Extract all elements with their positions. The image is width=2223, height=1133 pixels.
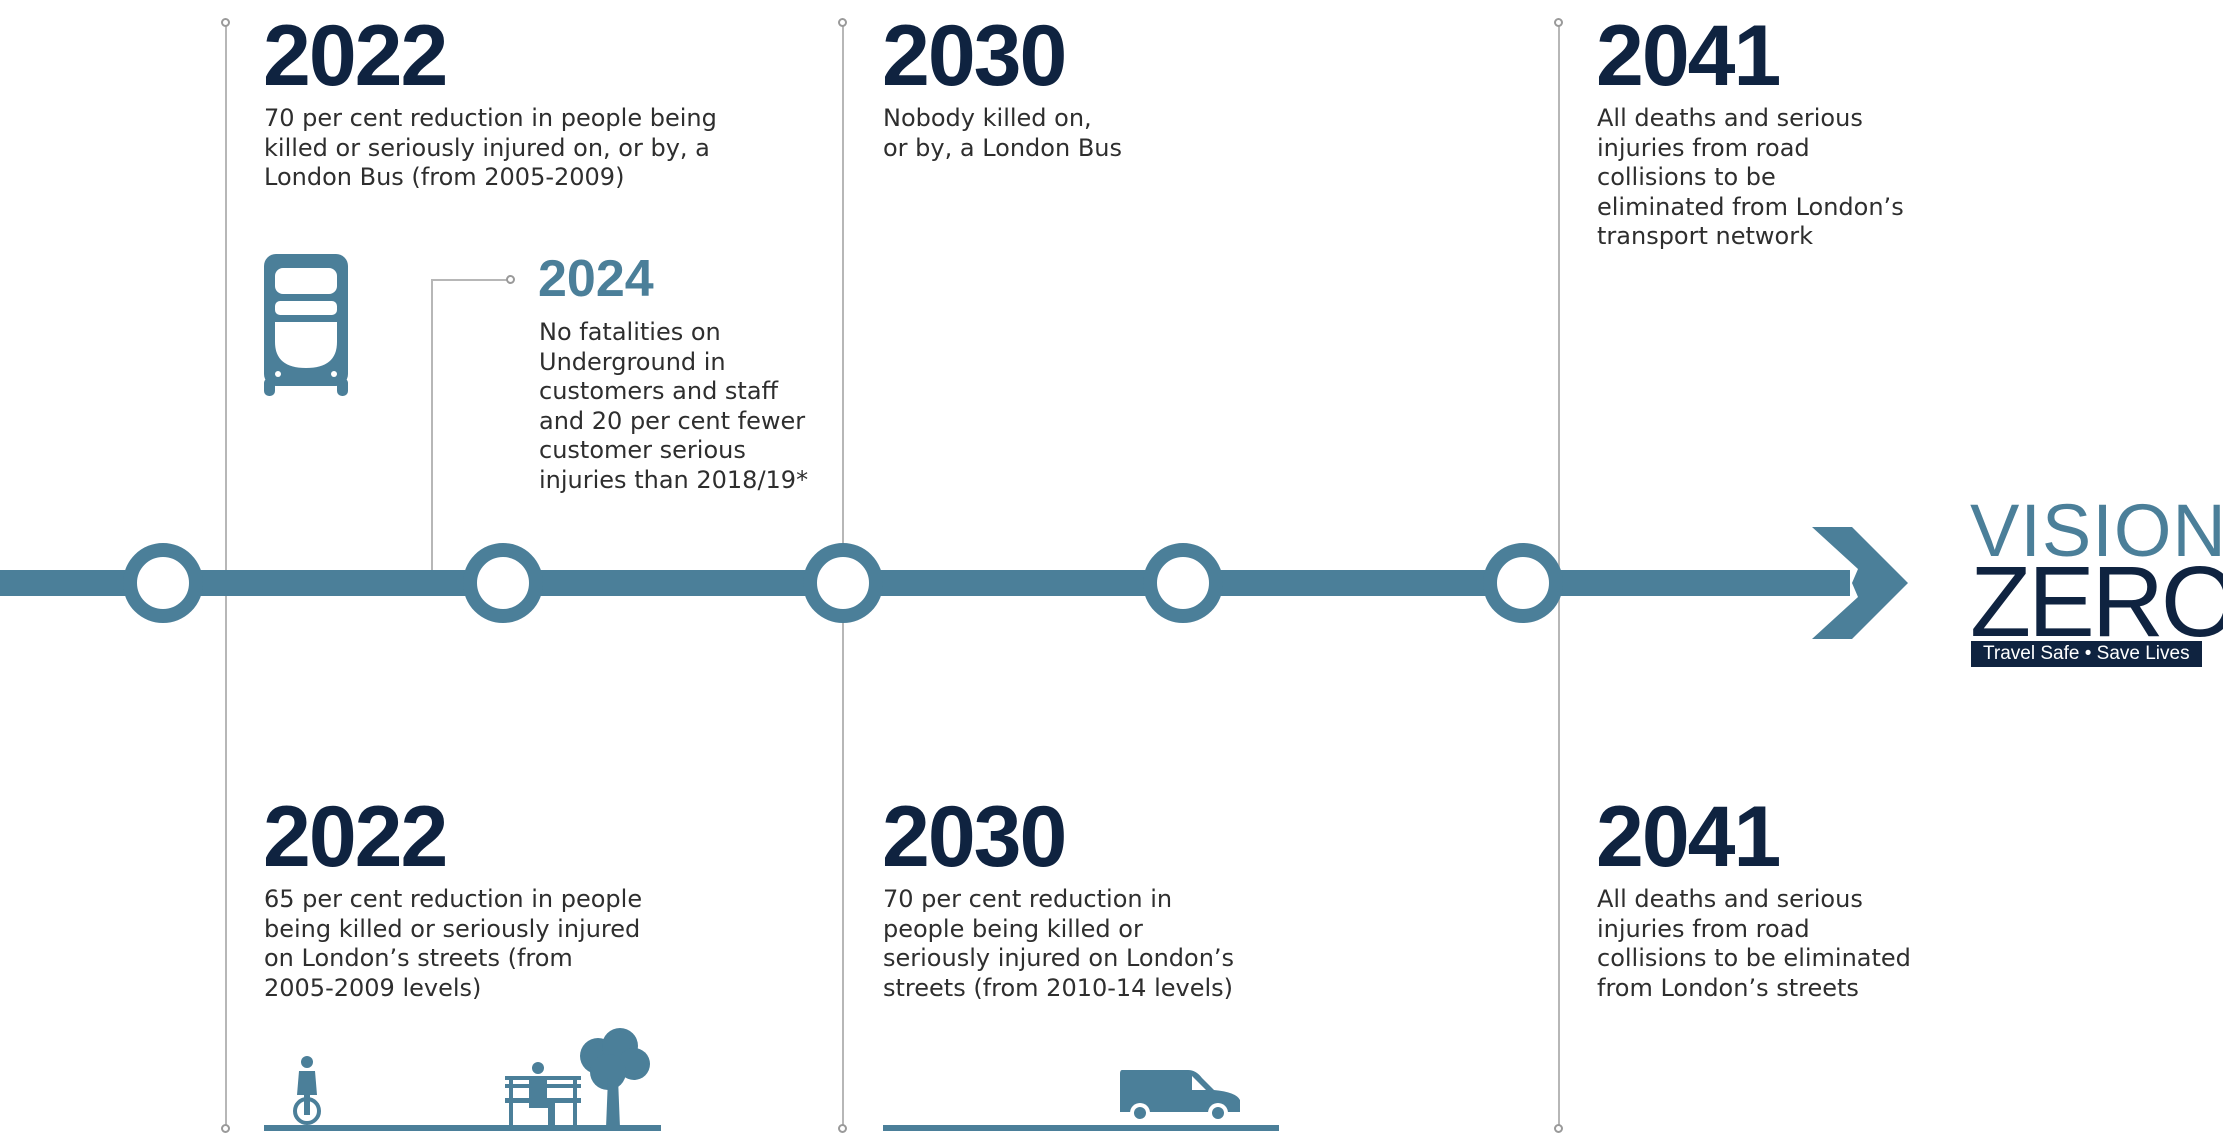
milestone-text-top-2022: 70 per cent reduction in people being ki… bbox=[264, 104, 717, 191]
milestone-text-bottom-2022: 65 per cent reduction in people being ki… bbox=[264, 885, 643, 1002]
logo-tagline: Travel Safe • Save Lives bbox=[1971, 641, 2202, 667]
tree-icon bbox=[580, 1028, 650, 1128]
leader-dot-bottom-2041 bbox=[1554, 1124, 1563, 1133]
milestone-year-bottom-2030: 2030 bbox=[882, 789, 1067, 885]
milestone-year-top-2041: 2041 bbox=[1596, 8, 1781, 104]
bus-icon bbox=[264, 254, 348, 396]
timeline-node-3 bbox=[803, 543, 883, 623]
milestone-text-bottom-2041: All deaths and serious injuries from roa… bbox=[1597, 885, 1911, 1002]
logo-zero: ZERO bbox=[1970, 546, 2223, 658]
timeline-node-5 bbox=[1483, 543, 1563, 623]
milestone-year-top-2022: 2022 bbox=[263, 8, 448, 104]
leader-dot-bottom-2022 bbox=[221, 1124, 230, 1133]
logo-vision: VISION bbox=[1970, 489, 2223, 572]
bench-icon bbox=[505, 1062, 581, 1128]
van-icon bbox=[1120, 1070, 1240, 1123]
timeline-node-1 bbox=[123, 543, 203, 623]
milestone-year-bottom-2041: 2041 bbox=[1596, 789, 1781, 885]
milestone-text-2024: No fatalities on Underground in customer… bbox=[539, 318, 809, 494]
timeline-node-4 bbox=[1143, 543, 1223, 623]
timeline-bar bbox=[0, 570, 1850, 596]
street-ground-2022 bbox=[264, 1125, 661, 1131]
milestone-year-bottom-2022: 2022 bbox=[263, 789, 448, 885]
leader-dot-bottom-2030 bbox=[838, 1124, 847, 1133]
leader-dot-top-2041 bbox=[1554, 18, 1563, 27]
leader-line-2024-horizontal bbox=[431, 279, 507, 281]
timeline-node-2 bbox=[463, 543, 543, 623]
milestone-text-top-2041: All deaths and serious injuries from roa… bbox=[1597, 104, 1904, 250]
milestone-text-top-2030: Nobody killed on, or by, a London Bus bbox=[883, 104, 1122, 162]
leader-line-2024 bbox=[431, 279, 433, 571]
cyclist-icon bbox=[293, 1056, 321, 1125]
leader-dot-top-2022 bbox=[221, 18, 230, 27]
milestone-year-2024: 2024 bbox=[538, 250, 654, 308]
milestone-year-top-2030: 2030 bbox=[882, 8, 1067, 104]
arrow-icon bbox=[1812, 527, 1908, 639]
milestone-text-bottom-2030: 70 per cent reduction in people being ki… bbox=[883, 885, 1235, 1002]
street-ground-2030 bbox=[883, 1125, 1279, 1131]
leader-dot-top-2030 bbox=[838, 18, 847, 27]
leader-dot-2024 bbox=[506, 275, 515, 284]
